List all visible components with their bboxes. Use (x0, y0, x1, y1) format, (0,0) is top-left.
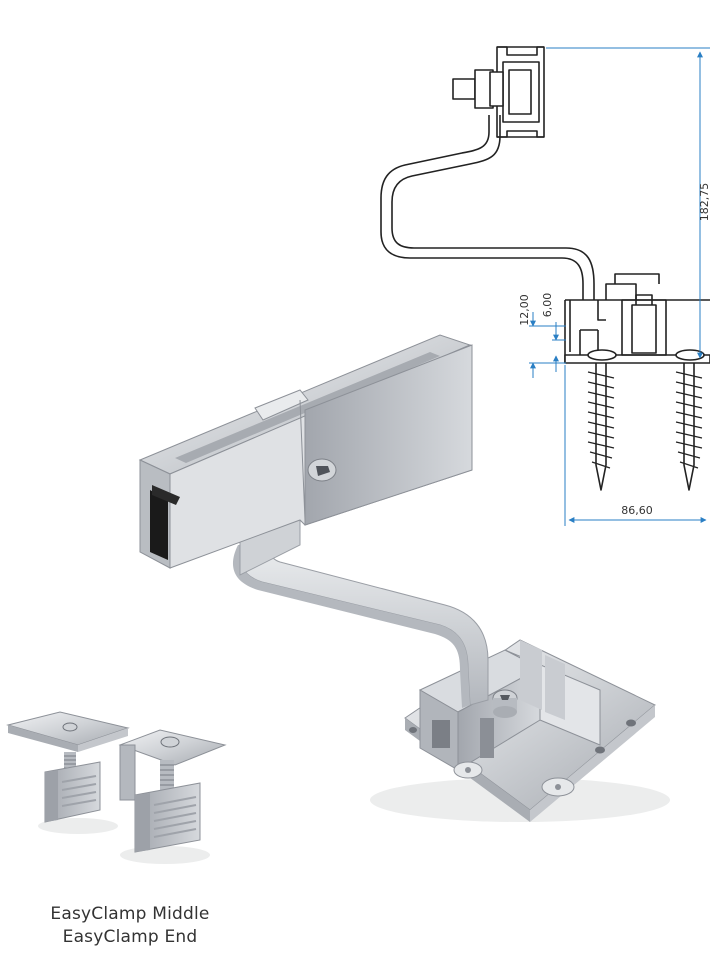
clamp-end (118, 729, 227, 864)
mounting-rail (138, 334, 473, 569)
drawing-base (564, 273, 710, 364)
caption-clamp-middle: EasyClamp Middle (50, 904, 210, 924)
dimension-offset-inner-label: 6,00 (541, 293, 554, 318)
base-clamp-block (418, 640, 601, 797)
technical-drawing (380, 46, 710, 491)
dimension-lines (529, 47, 710, 526)
caption-clamp-end: EasyClamp End (62, 927, 198, 947)
drawing-screw-left (587, 363, 615, 491)
clamp-middle (6, 711, 130, 834)
drawing-screw-right (675, 363, 703, 491)
drawing-rail-profile (452, 46, 545, 138)
drawing-hook-arm (380, 115, 595, 300)
dimension-offset-outer-label: 12,00 (518, 294, 531, 326)
roof-hook-product (138, 334, 670, 822)
dimension-width-label: 86,60 (621, 504, 653, 517)
dimension-height-label: 182,75 (698, 183, 710, 222)
